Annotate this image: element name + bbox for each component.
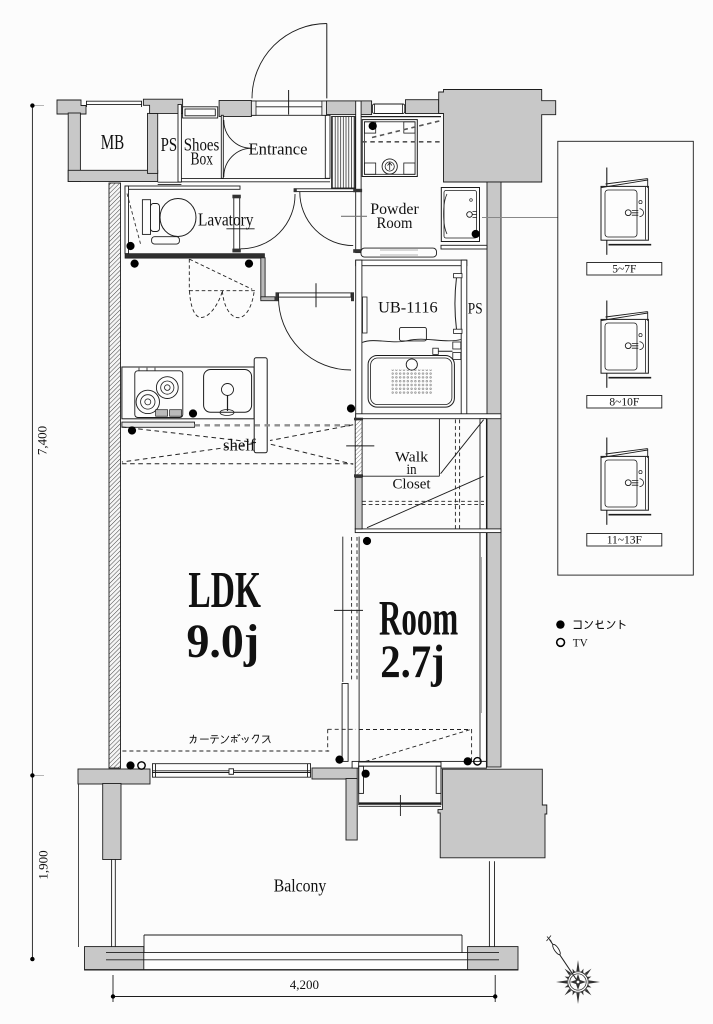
svg-text:4,200: 4,200 bbox=[290, 977, 319, 992]
svg-text:Room: Room bbox=[379, 589, 458, 645]
svg-text:9.0j: 9.0j bbox=[187, 615, 260, 668]
svg-text:Balcony: Balcony bbox=[274, 876, 327, 896]
svg-text:Walk: Walk bbox=[395, 450, 429, 466]
svg-text:Shoes: Shoes bbox=[184, 135, 220, 155]
svg-text:5~7F: 5~7F bbox=[612, 263, 636, 275]
svg-text:shelf: shelf bbox=[223, 436, 256, 455]
svg-text:7,400: 7,400 bbox=[35, 426, 50, 455]
svg-text:Room: Room bbox=[377, 215, 413, 232]
svg-text:1,900: 1,900 bbox=[36, 850, 51, 879]
svg-text:Box: Box bbox=[191, 149, 214, 169]
svg-text:Entrance: Entrance bbox=[249, 139, 308, 158]
svg-text:UB-1116: UB-1116 bbox=[378, 300, 438, 317]
svg-text:PS: PS bbox=[161, 134, 178, 156]
svg-text:8~10F: 8~10F bbox=[609, 396, 639, 408]
svg-text:11~13F: 11~13F bbox=[607, 534, 642, 546]
svg-text:TV: TV bbox=[573, 637, 589, 649]
svg-text:Lavatory: Lavatory bbox=[198, 210, 254, 230]
svg-text:2.7j: 2.7j bbox=[380, 636, 445, 688]
svg-text:LDK: LDK bbox=[188, 562, 261, 619]
svg-text:PS: PS bbox=[468, 301, 483, 318]
svg-text:Powder: Powder bbox=[370, 201, 419, 218]
svg-text:Closet: Closet bbox=[393, 477, 432, 493]
svg-text:in: in bbox=[407, 462, 417, 478]
svg-text:MB: MB bbox=[101, 130, 125, 154]
